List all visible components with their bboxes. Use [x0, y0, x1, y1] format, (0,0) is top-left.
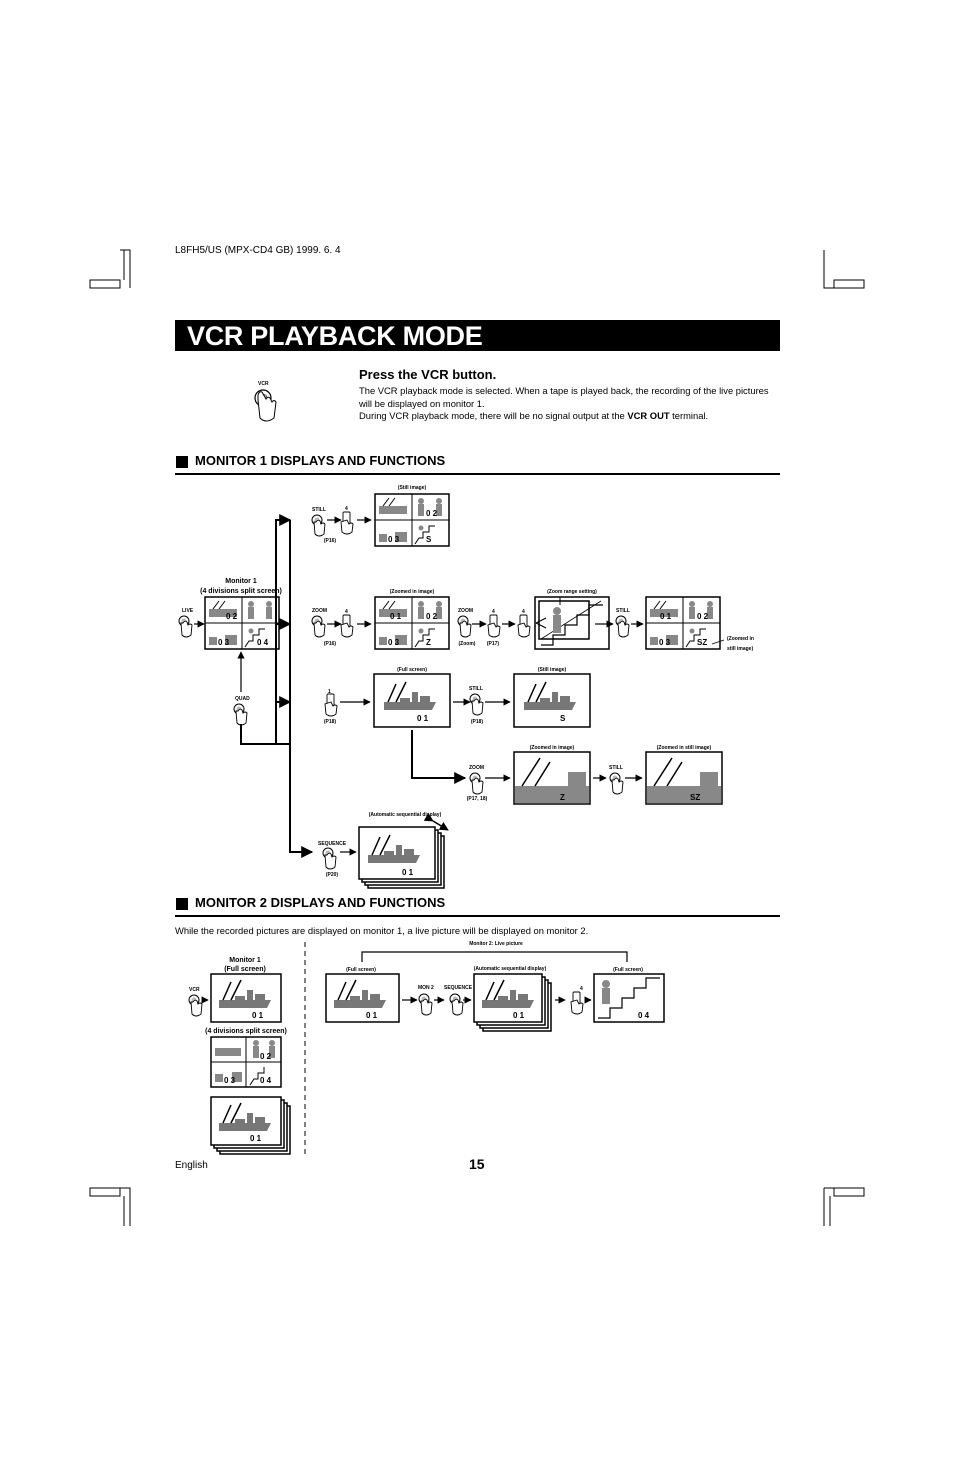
section-bullet: [176, 898, 188, 910]
code-02a: 0 2: [226, 612, 238, 621]
ref-p18-a: (P18): [324, 719, 337, 725]
auto-seq-label-1: (Automatic sequential display): [369, 812, 442, 818]
code-sz-d: SZ: [697, 638, 707, 647]
press-line-2: During VCR playback mode, there will be …: [359, 410, 709, 422]
sequence-label-1: SEQUENCE: [318, 841, 347, 847]
zoom-label-2: ZOOM: [458, 608, 473, 614]
ref-p18-b: (P18): [471, 719, 484, 725]
code2-04a: 0 4: [260, 1076, 272, 1085]
monitor1-label: Monitor 1: [225, 578, 257, 585]
full-screen-label-3: (Full screen): [613, 967, 643, 973]
vcr-button-icon: VCR: [254, 381, 277, 422]
press-line-1: The VCR playback mode is selected. When …: [359, 385, 769, 409]
code-01d: 0 1: [660, 612, 672, 621]
code-03a: 0 3: [218, 638, 230, 647]
section2-intro: While the recorded pictures are displaye…: [175, 925, 589, 936]
live-label: LIVE: [182, 608, 194, 614]
key4-label-2: 4: [345, 609, 348, 615]
code2-01b: 0 1: [250, 1134, 262, 1143]
code-03d: 0 3: [659, 638, 671, 647]
code2-04b: 0 4: [638, 1011, 650, 1020]
monitor2-live-label: Monitor 2: Live picture: [469, 941, 523, 947]
auto-seq-label-2: (Automatic sequential display): [474, 966, 547, 972]
section2-heading: MONITOR 2 DISPLAYS AND FUNCTIONS: [195, 895, 446, 910]
monitor1-full-label: (Full screen): [224, 966, 266, 973]
code2-01a: 0 1: [252, 1011, 264, 1020]
four-div-label: (4 divisions split screen): [205, 1028, 287, 1035]
zoomed-in-label-1: (Zoomed in image): [390, 589, 435, 595]
press-body: The VCR playback mode is selected. When …: [359, 385, 779, 423]
zoomed-still-label-b: still image): [727, 646, 753, 652]
full-screen-label-1: (Full screen): [397, 667, 427, 673]
monitor1-label-2: Monitor 1: [229, 957, 261, 964]
footer-language: English: [175, 1160, 208, 1171]
zoomed-in-still-label: (Zoomed in still image): [657, 745, 712, 751]
code-s-b: S: [426, 535, 432, 544]
ref-p16-a: (P16): [324, 538, 337, 544]
document-code: L8FH5/US (MPX-CD4 GB) 1999. 6. 4: [175, 245, 341, 256]
code-01e: 0 1: [417, 714, 429, 723]
still-label-1: STILL: [312, 507, 326, 513]
code2-01d: 0 1: [513, 1011, 525, 1020]
code2-03a: 0 3: [224, 1076, 236, 1085]
zoomed-still-label-a: (Zoomed in: [727, 636, 754, 642]
code-04a: 0 4: [257, 638, 269, 647]
sequence-label-2: SEQUENCE: [444, 985, 473, 991]
zoom-label-1: ZOOM: [312, 608, 327, 614]
still-label-3: STILL: [469, 686, 483, 692]
key4-label-3: 4: [492, 609, 495, 615]
vcr-button-label: VCR: [258, 381, 269, 387]
key1-label: 1: [328, 689, 331, 695]
zoomed-in-label-2: (Zoomed in image): [530, 745, 575, 751]
section1-heading: MONITOR 1 DISPLAYS AND FUNCTIONS: [195, 453, 446, 468]
code-02b: 0 2: [426, 509, 438, 518]
still-label-4: STILL: [609, 765, 623, 771]
monitor1-diagram: Monitor 1 (4 divisions split screen) 0 2…: [178, 485, 754, 889]
section2-rule: [175, 915, 780, 917]
code-03c: 0 3: [388, 638, 400, 647]
press-heading: Press the VCR button.: [359, 367, 497, 382]
code-03b: 0 3: [388, 535, 400, 544]
code-02c: 0 2: [426, 612, 438, 621]
zoom-label-3: ZOOM: [469, 765, 484, 771]
key4-label-5: 4: [580, 986, 583, 992]
code-01c: 0 1: [390, 612, 402, 621]
ref-zoom: (Zoom): [459, 641, 476, 647]
still-image-label-2: (Still image): [538, 667, 567, 673]
full-screen-label-2: (Full screen): [346, 967, 376, 973]
key4-label-1: 4: [345, 506, 348, 512]
section-bullet: [176, 456, 188, 468]
code2-02a: 0 2: [260, 1052, 272, 1061]
ref-p17: (P17): [487, 641, 500, 647]
section1-rule: [175, 473, 780, 475]
code-01g: 0 1: [402, 868, 414, 877]
code-z-f: Z: [560, 793, 565, 802]
mon2-label: MON 2: [418, 985, 434, 991]
quad-label: QUAD: [235, 696, 250, 702]
vcr-label-2: VCR: [189, 987, 200, 993]
monitor2-diagram: Monitor 2: Live picture Monitor 1 (Full …: [188, 941, 665, 1155]
monitor1-sublabel: (4 divisions split screen): [200, 588, 282, 595]
key4-label-4: 4: [522, 609, 525, 615]
ref-p17-18: (P17, 18): [467, 796, 488, 802]
code2-01c: 0 1: [366, 1011, 378, 1020]
code-sz-f: SZ: [690, 793, 700, 802]
page-number: 15: [469, 1156, 485, 1172]
page-title: VCR PLAYBACK MODE: [187, 321, 483, 351]
ref-p20: (P20): [326, 872, 339, 878]
zoom-range-label: (Zoom range setting): [547, 589, 597, 595]
still-label-2: STILL: [616, 608, 630, 614]
code-z-c: Z: [426, 638, 431, 647]
title-bar: VCR PLAYBACK MODE: [175, 320, 780, 351]
code-s-e: S: [560, 714, 566, 723]
ref-p16-b: (P16): [324, 641, 337, 647]
still-image-label: (Still image): [398, 485, 427, 491]
code-02d: 0 2: [697, 612, 709, 621]
